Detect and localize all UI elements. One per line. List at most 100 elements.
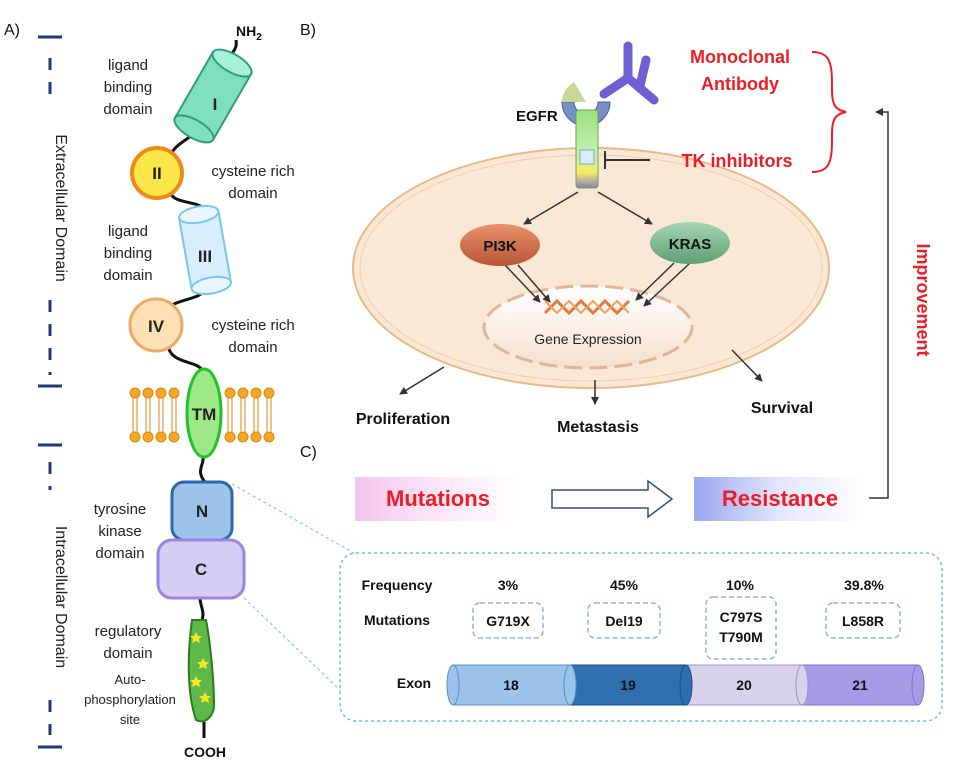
- panel-a-label: A): [4, 22, 20, 39]
- svg-text:ligand: ligand: [108, 223, 148, 240]
- mutation-to-resistance-arrow: [551, 479, 674, 519]
- kras-node: [650, 222, 730, 264]
- exon-row-label: Exon: [397, 675, 431, 691]
- kras-label: KRAS: [669, 236, 712, 253]
- svg-text:domain: domain: [103, 645, 152, 662]
- domain-iii: [177, 204, 233, 296]
- frequency-row-label: Frequency: [362, 577, 433, 593]
- extracellular-bracket: [38, 35, 62, 388]
- mutation-boxes: [472, 596, 901, 660]
- monoclonal-antibody-label: Monoclonal: [690, 47, 790, 67]
- egfr-label: EGFR: [516, 108, 558, 125]
- cooh-label: COOH: [184, 744, 226, 760]
- intracellular-bracket: [38, 443, 62, 749]
- svg-text:kinase: kinase: [98, 523, 141, 540]
- svg-text:domain: domain: [103, 267, 152, 284]
- panel-b-label: B): [300, 22, 316, 39]
- frequency-value: 45%: [610, 577, 639, 593]
- mutations-row-label: Mutations: [364, 612, 430, 628]
- mutation-values: G719X Del19 C797S T790M L858R: [486, 609, 884, 645]
- therapy-brace: [811, 51, 847, 173]
- frequency-values: 3% 45% 10% 39.8%: [498, 577, 885, 593]
- domain-i-desc: ligand binding domain: [103, 57, 152, 118]
- mutation-value: T790M: [719, 629, 763, 645]
- dna-strand-icon: [544, 299, 630, 315]
- resistance-box: [694, 477, 864, 521]
- egfr-receptor: [561, 82, 611, 189]
- svg-text:regulatory: regulatory: [95, 623, 162, 640]
- mutation-value: G719X: [486, 613, 530, 629]
- proliferation-label: Proliferation: [356, 411, 450, 428]
- signaling-arrows: [399, 191, 763, 405]
- mutation-value: Del19: [605, 613, 643, 629]
- tm-domain: [185, 367, 223, 459]
- domain-i-label: I: [213, 95, 218, 114]
- resistance-label: Resistance: [722, 486, 838, 511]
- monoclonal-antibody-label-2: Antibody: [701, 74, 779, 94]
- tm-label: TM: [192, 405, 217, 424]
- kinase-domain-desc: tyrosine kinase domain: [94, 501, 147, 562]
- intracellular-domain-label: Intracellular Domain: [52, 526, 69, 668]
- antibody-icon: [599, 41, 659, 105]
- mutation-value: C797S: [720, 609, 763, 625]
- tki-inhibition-mark: [604, 151, 650, 169]
- exon-values: 18 19 20 21: [503, 677, 868, 693]
- domain-ii: [130, 146, 184, 200]
- exon-value: 19: [620, 677, 636, 693]
- tk-inhibitors-label: TK inhibitors: [682, 151, 793, 171]
- exon-value: 21: [852, 677, 868, 693]
- mutations-box: [355, 477, 521, 521]
- domain-ii-label: II: [152, 164, 161, 183]
- svg-text:cysteine rich: cysteine rich: [211, 317, 294, 334]
- domain-iv: [128, 297, 184, 353]
- svg-text:site: site: [120, 712, 140, 727]
- panel-c-label: C): [300, 444, 317, 461]
- svg-text:ligand: ligand: [108, 57, 148, 74]
- svg-text:Auto-: Auto-: [114, 672, 145, 687]
- frequency-value: 3%: [498, 577, 519, 593]
- gene-expression-label: Gene Expression: [534, 331, 641, 347]
- domain-iii-label: III: [198, 247, 212, 266]
- domain-i: [173, 48, 253, 144]
- improvement-label: Improvement: [913, 243, 933, 356]
- pi3k-node: [460, 224, 540, 266]
- extracellular-domain-label: Extracellular Domain: [52, 134, 69, 282]
- metastasis-label: Metastasis: [557, 419, 639, 436]
- kinase-c-label: C: [195, 560, 207, 579]
- svg-text:domain: domain: [103, 101, 152, 118]
- svg-text:domain: domain: [228, 339, 277, 356]
- regulatory-domain: [187, 619, 216, 738]
- mutations-label: Mutations: [386, 486, 490, 511]
- nucleus: [482, 284, 694, 370]
- cell-membrane: [129, 387, 275, 443]
- regulatory-domain-desc: regulatory domain: [95, 623, 162, 662]
- pi3k-label: PI3K: [483, 238, 517, 255]
- exon-value: 18: [503, 677, 519, 693]
- exon-value: 20: [736, 677, 752, 693]
- kinase-n-label: N: [196, 502, 208, 521]
- receptor-chain: [166, 39, 238, 621]
- autophosphorylation-desc: Auto- phosphorylation site: [84, 672, 176, 727]
- frequency-value: 39.8%: [844, 577, 884, 593]
- mutation-value: L858R: [842, 613, 884, 629]
- svg-text:binding: binding: [104, 245, 152, 262]
- exon-cylinder: [446, 664, 925, 706]
- domain-iii-desc: ligand binding domain: [103, 223, 152, 284]
- nh2-label: NH2: [236, 23, 262, 43]
- svg-text:phosphorylation: phosphorylation: [84, 692, 176, 707]
- survival-label: Survival: [751, 400, 813, 417]
- domain-ii-desc: cysteine rich domain: [211, 163, 294, 202]
- frequency-value: 10%: [726, 577, 755, 593]
- domain-iv-desc: cysteine rich domain: [211, 317, 294, 356]
- svg-text:domain: domain: [95, 545, 144, 562]
- zoom-callout-lines: [231, 483, 355, 691]
- kinase-c-lobe: [156, 538, 246, 600]
- svg-text:tyrosine: tyrosine: [94, 501, 147, 518]
- svg-text:binding: binding: [104, 79, 152, 96]
- svg-text:cysteine rich: cysteine rich: [211, 163, 294, 180]
- improvement-arrow: [869, 108, 889, 499]
- svg-text:domain: domain: [228, 185, 277, 202]
- domain-iv-label: IV: [148, 317, 165, 336]
